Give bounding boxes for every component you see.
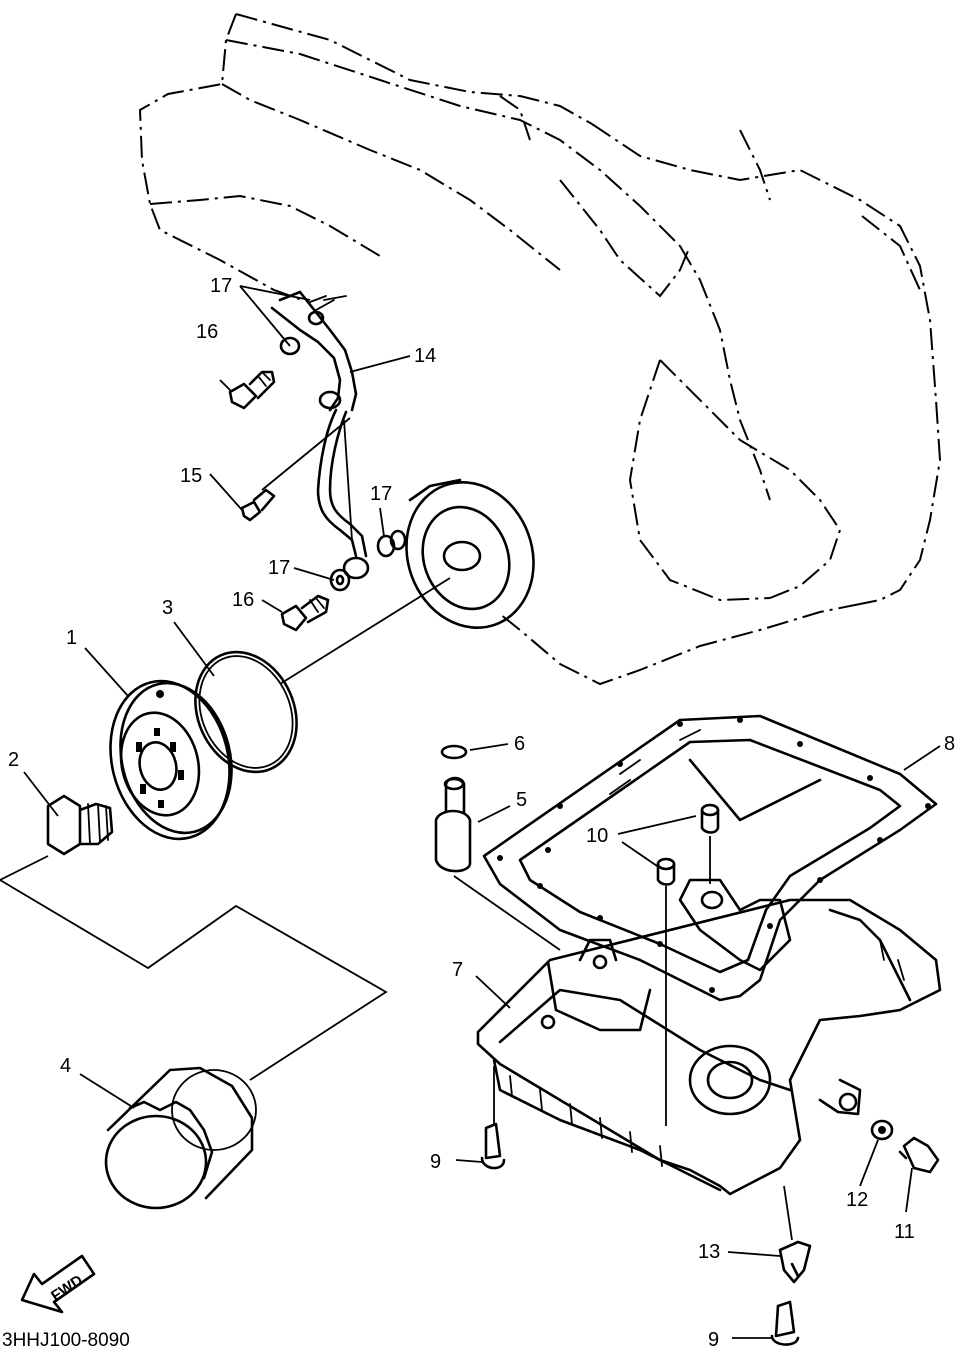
callout-16-upper: 16 xyxy=(196,321,218,343)
callout-17-middle: 17 xyxy=(268,557,290,579)
callout-17-right: 17 xyxy=(370,483,392,505)
filter-union-bolt xyxy=(46,794,114,856)
oil-filter-cartridge xyxy=(109,679,233,841)
oil-strainer-pipe xyxy=(434,776,472,873)
callout-9-lower: 9 xyxy=(708,1329,719,1351)
assembly-lines xyxy=(0,417,793,1241)
pan-bolt-lower xyxy=(770,1300,800,1346)
callout-1: 1 xyxy=(66,627,77,649)
drawing-code: 3HHJ100-8090 xyxy=(2,1330,130,1351)
filter-housing xyxy=(405,478,535,629)
callout-7: 7 xyxy=(452,959,463,981)
pipe-bolt xyxy=(240,488,276,522)
dowel-pins xyxy=(656,803,720,886)
copper-washers xyxy=(329,529,407,592)
callout-15: 15 xyxy=(180,465,202,487)
callout-16-lower: 16 xyxy=(232,589,254,611)
callout-6: 6 xyxy=(514,733,525,755)
union-bolt-upper xyxy=(228,370,276,410)
callout-13: 13 xyxy=(698,1241,720,1263)
oil-pan-gasket xyxy=(482,714,938,1002)
callout-11: 11 xyxy=(894,1221,915,1243)
callout-9-upper: 9 xyxy=(430,1151,441,1173)
callout-12: 12 xyxy=(846,1189,868,1211)
forward-direction-arrow: FWD xyxy=(20,1254,96,1314)
callout-5: 5 xyxy=(516,789,527,811)
engine-block-outline xyxy=(138,13,942,686)
oil-pan xyxy=(476,898,942,1196)
small-o-ring xyxy=(440,744,468,760)
callout-2: 2 xyxy=(8,749,19,771)
o-ring xyxy=(194,650,298,774)
callout-4: 4 xyxy=(60,1055,71,1077)
callout-14: 14 xyxy=(414,345,436,367)
pan-bolt-upper xyxy=(480,1122,506,1170)
union-bolt-lower xyxy=(280,594,330,632)
pan-bracket-13 xyxy=(778,1240,812,1284)
callout-17-upper: 17 xyxy=(210,275,232,297)
leader-lines xyxy=(23,285,941,1339)
callout-3: 3 xyxy=(162,597,173,619)
drain-plug-gasket xyxy=(870,1119,894,1141)
oil-filter-spin-on xyxy=(104,1066,257,1210)
callout-10: 10 xyxy=(586,825,608,847)
drain-plug xyxy=(898,1136,940,1174)
callout-labels: 1 2 3 4 5 6 7 8 9 9 10 11 12 13 14 15 16… xyxy=(8,275,955,1351)
oil-pipe xyxy=(270,290,370,580)
callout-8: 8 xyxy=(944,733,955,755)
